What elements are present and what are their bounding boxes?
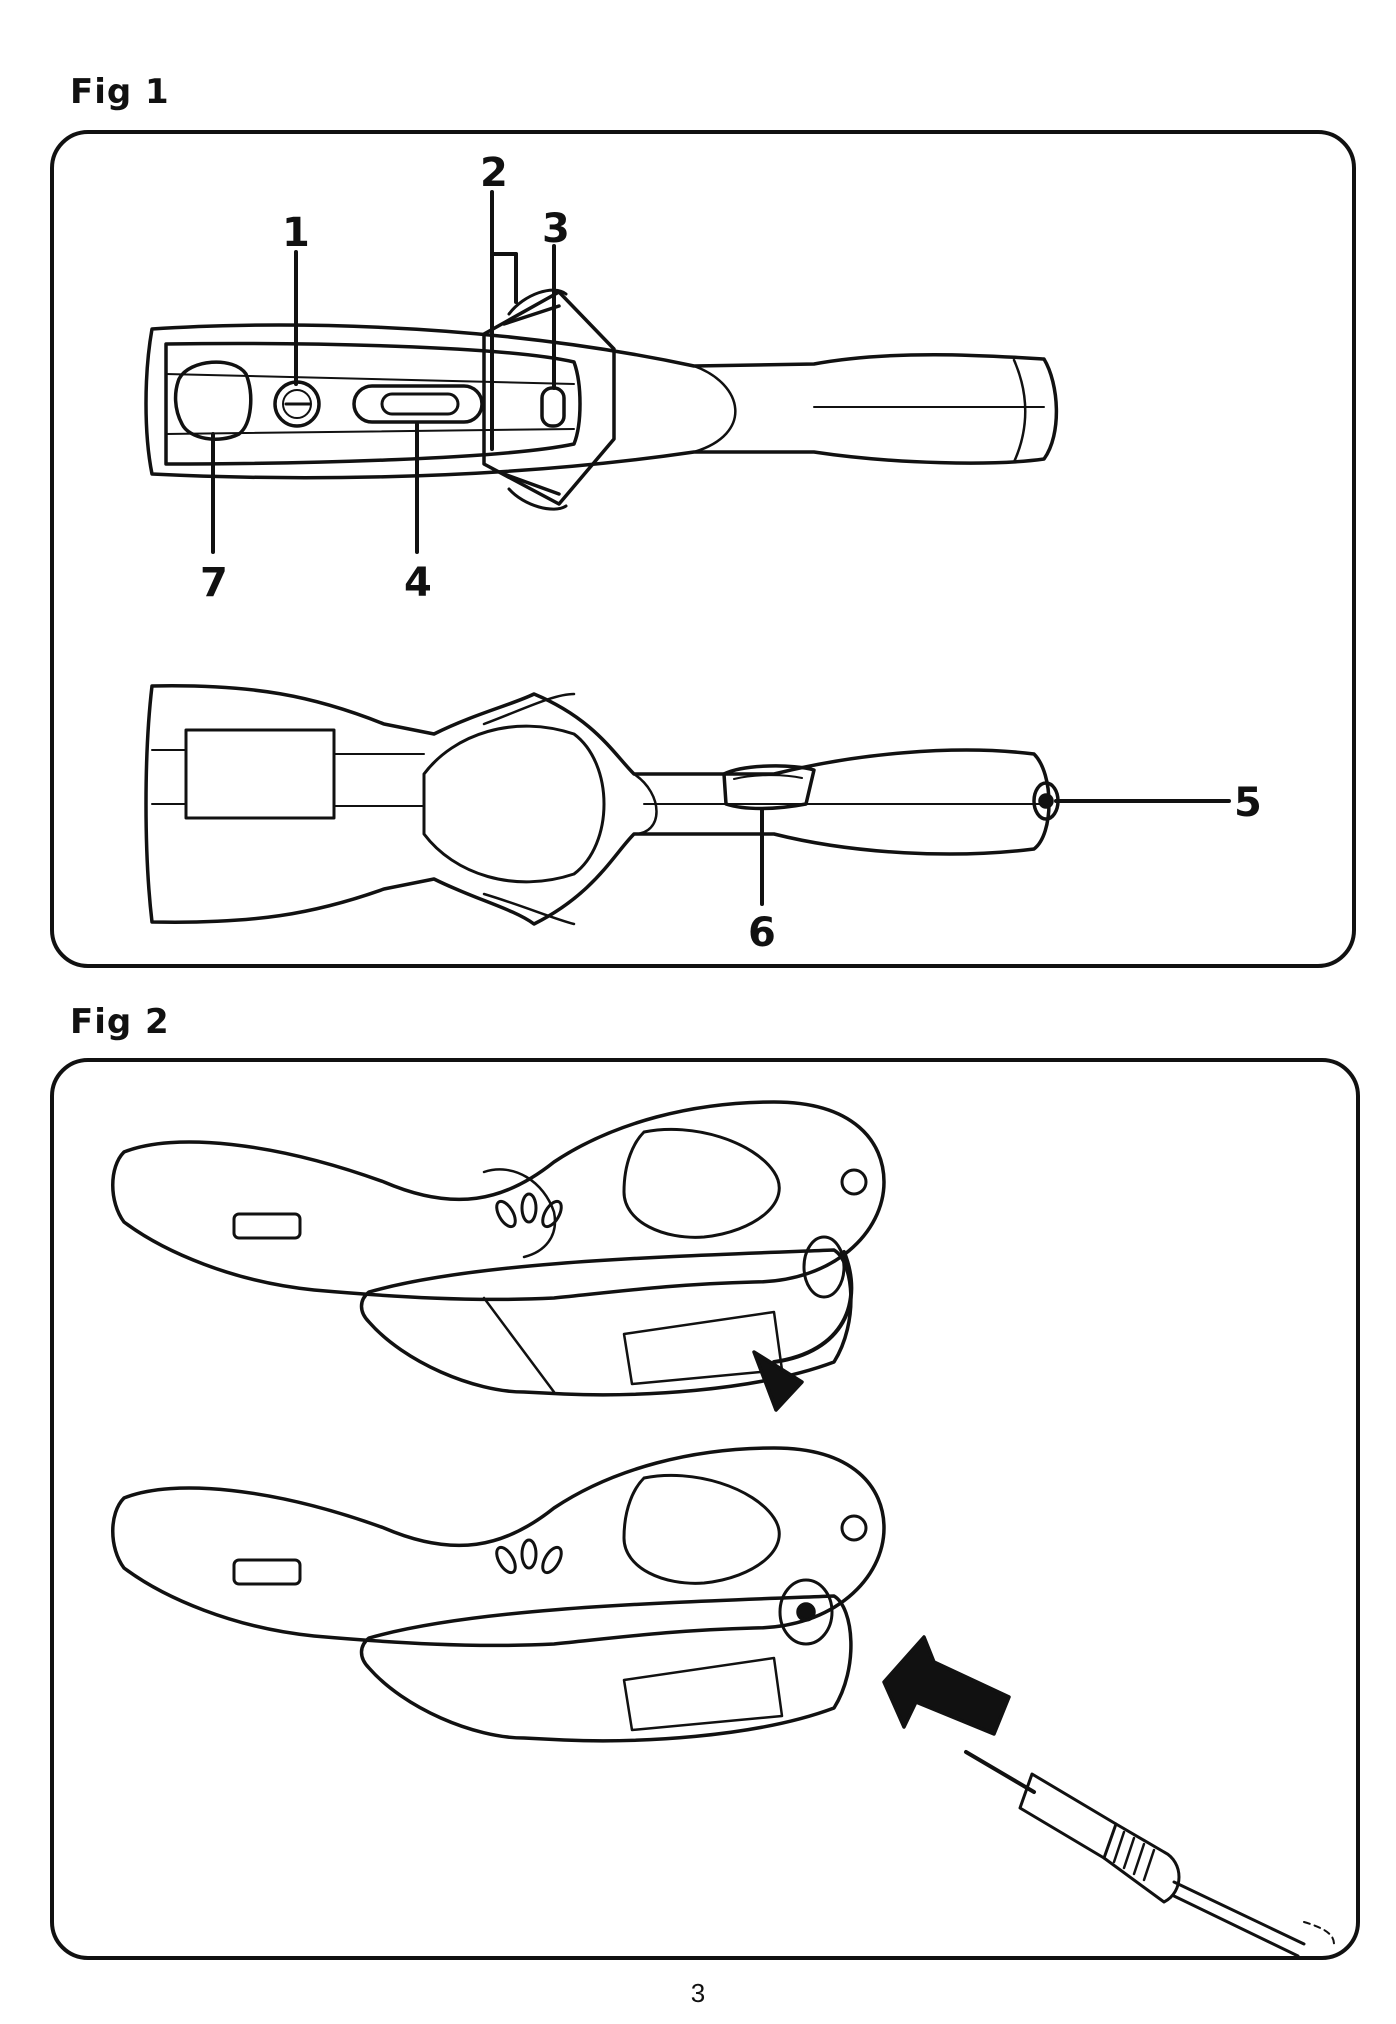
headset-back-view [144,684,1060,926]
power-plug [964,1750,1335,1956]
button-6 [722,764,816,811]
back-body-outline [144,684,1051,926]
fig1-illustration: 1 2 3 4 5 6 7 [144,150,1262,956]
switch-4 [352,384,484,424]
page-number: 3 [690,1978,706,2008]
callout-7: 7 [200,560,228,606]
battery-cover [184,728,336,820]
battery-cover-bottom [359,1594,853,1743]
callout-1: 1 [282,210,310,256]
body-outline [144,323,1059,480]
button-3 [540,386,566,428]
fig1-panel: 1 2 3 4 5 6 7 [50,130,1356,968]
headset-inserting-plug [111,1446,1335,1956]
callout-5: 5 [1234,780,1262,826]
callout-6: 6 [748,910,776,956]
charging-socket [778,1578,834,1646]
leader-lines [211,190,1231,906]
headset-outline-bottom [111,1446,886,1648]
headset-outline-top [111,1100,886,1302]
callout-3: 3 [542,206,570,252]
fig2-panel [50,1058,1360,1960]
headset-opening-cover [111,1100,886,1412]
fig1-title: Fig 1 [70,72,170,112]
headset-front-view [144,288,1059,511]
callout-2: 2 [480,150,508,196]
fig2-illustration [111,1100,1335,1956]
front-panel [164,341,582,466]
button-7 [173,360,253,441]
callout-4: 4 [404,560,432,606]
fig2-title: Fig 2 [70,1002,170,1042]
